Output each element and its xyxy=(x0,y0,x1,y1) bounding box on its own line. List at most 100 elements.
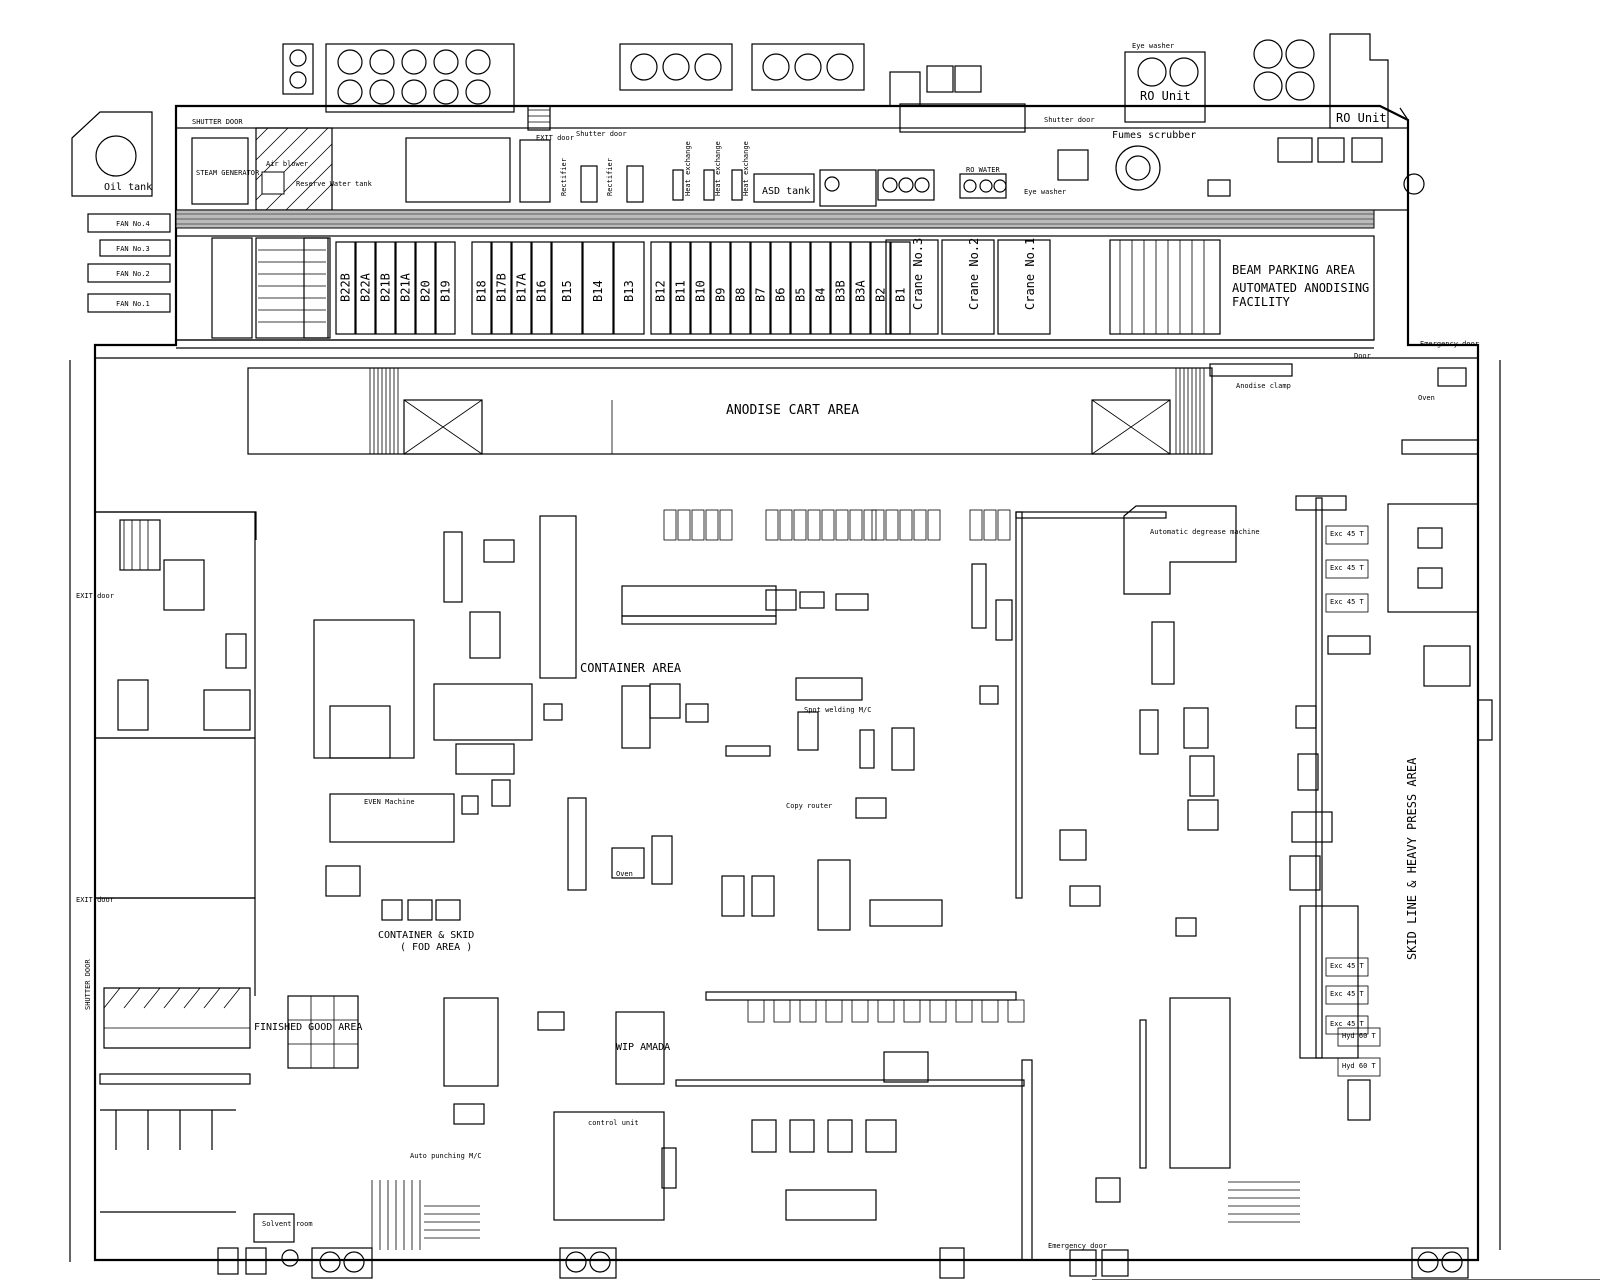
exit-door-top-label: EXIT door xyxy=(536,134,574,142)
tank-box xyxy=(770,241,791,335)
control-unit-label: control unit xyxy=(588,1119,639,1127)
press-box xyxy=(1325,593,1369,613)
heat-exchange-2: Heat exchange xyxy=(714,141,722,196)
tank-box xyxy=(830,241,851,335)
copy-router-label: Copy router xyxy=(786,802,832,810)
air-blower-label: Air blower xyxy=(266,160,308,168)
press-box xyxy=(1325,1015,1369,1035)
tank-box xyxy=(471,241,492,335)
wip-box xyxy=(799,999,817,1023)
spot-welding-label: Spot welding M/C xyxy=(804,706,871,714)
tank-label: B14 xyxy=(591,280,605,302)
cabinet-box xyxy=(691,509,705,541)
wip-box xyxy=(955,999,973,1023)
automated-label-2: FACILITY xyxy=(1232,295,1291,309)
press-label: Exc 45 T xyxy=(1330,962,1365,970)
scrubber-area-top: RO Unit Eye washer RO Unit xyxy=(889,33,1389,133)
tank-label: B11 xyxy=(674,280,688,302)
tank-box xyxy=(531,241,552,335)
tank-label: B18 xyxy=(475,280,489,302)
conveyor-rail xyxy=(175,209,1375,229)
roof-fans-top xyxy=(282,43,865,131)
skid-line-label: SKID LINE & HEAVY PRESS AREA xyxy=(1405,757,1419,960)
container-area: CONTAINER AREA Spot welding M/C Copy rou… xyxy=(567,585,943,931)
crane-1-label: Crane No.1 xyxy=(1023,238,1037,310)
press-box xyxy=(1337,1057,1381,1077)
fan-units-left: FAN No.4 FAN No.3 FAN No.2 FAN No.1 xyxy=(87,213,171,313)
tank-label: B6 xyxy=(774,288,788,302)
cabinet-box xyxy=(899,509,913,541)
plant-room-row: SHUTTER DOOR STEAM GENERATOR Air blower … xyxy=(175,116,1425,211)
oven-right-label: Oven xyxy=(1418,394,1435,402)
tank-label: B3A xyxy=(854,280,868,302)
wip-box xyxy=(981,999,999,1023)
oil-tank-area: Oil tank xyxy=(71,111,153,197)
cabinet-box xyxy=(863,509,877,541)
tank-label: B22A xyxy=(359,272,373,302)
tank-box xyxy=(415,241,436,335)
eye-washer-top-label: Eye washer xyxy=(1132,42,1174,50)
wip-box xyxy=(747,999,765,1023)
press-box xyxy=(1337,1027,1381,1047)
container-area-label: CONTAINER AREA xyxy=(580,661,682,675)
tank-label: B21A xyxy=(399,272,413,302)
tank-box xyxy=(730,241,751,335)
cabinet-box xyxy=(885,509,899,541)
finished-good-area: FINISHED GOOD AREA SHUTTER DOOR Solvent … xyxy=(84,897,362,1243)
exit-door-left2: EXIT door xyxy=(76,896,114,904)
tank-label: B4 xyxy=(814,288,828,302)
fumes-scrubber-label: Fumes scrubber xyxy=(1112,130,1196,141)
wip-amada-label: WIP AMADA xyxy=(616,1042,670,1053)
tank-label: B21B xyxy=(379,273,393,302)
fan-3-label: FAN No.3 xyxy=(116,245,150,253)
ro-water-label: RO WATER xyxy=(966,166,1001,174)
heat-exchange-1: Heat exchange xyxy=(684,141,692,196)
press-box xyxy=(1325,985,1369,1005)
cabinet-box xyxy=(983,509,997,541)
cabinet-box xyxy=(719,509,733,541)
press-label: Hyd 60 T xyxy=(1342,1062,1377,1070)
tank-box xyxy=(335,241,356,335)
building-outline xyxy=(69,104,1501,1262)
emergency-door-label: Emergency door xyxy=(1420,340,1479,348)
tank-label: B17B xyxy=(495,273,509,302)
tank-label: B1 xyxy=(894,288,908,302)
wip-box xyxy=(825,999,843,1023)
wip-box xyxy=(877,999,895,1023)
press-label: Exc 45 T xyxy=(1330,564,1365,572)
shutter-door-left-label: SHUTTER DOOR xyxy=(84,959,92,1010)
automated-label-1: AUTOMATED ANODISING xyxy=(1232,281,1369,295)
tank-box xyxy=(511,241,532,335)
tank-box xyxy=(435,241,456,335)
asd-tank-label: ASD tank xyxy=(762,186,810,197)
press-label: Exc 45 T xyxy=(1330,598,1365,606)
tank-label: B8 xyxy=(734,288,748,302)
oil-tank-label: Oil tank xyxy=(104,182,152,193)
heat-exchange-3: Heat exchange xyxy=(742,141,750,196)
press-box xyxy=(1325,525,1369,545)
cabinet-box xyxy=(849,509,863,541)
solvent-room-label: Solvent room xyxy=(262,1220,313,1228)
exit-door-left1: EXIT door xyxy=(76,592,114,600)
wip-box xyxy=(929,999,947,1023)
anodise-cart-area: ANODISE CART AREA Anodise clamp Door Eme… xyxy=(95,340,1479,540)
tank-box xyxy=(690,241,711,335)
tank-label: B22B xyxy=(339,273,353,302)
rectifier-1-label: Rectifier xyxy=(560,158,568,196)
tank-box xyxy=(650,241,671,335)
press-label: Exc 45 T xyxy=(1330,1020,1365,1028)
beam-parking-label: BEAM PARKING AREA xyxy=(1232,263,1356,277)
tank-label: B16 xyxy=(535,280,549,302)
fan-1-label: FAN No.1 xyxy=(116,300,150,308)
cabinet-box xyxy=(997,509,1011,541)
anodise-cart-label: ANODISE CART AREA xyxy=(726,403,859,418)
crane-3-label: Crane No.3 xyxy=(911,238,925,310)
tank-box xyxy=(613,241,645,335)
tank-label: B19 xyxy=(439,280,453,302)
cabinet-box xyxy=(663,509,677,541)
fan-2-label: FAN No.2 xyxy=(116,270,150,278)
container-skid-label-1: CONTAINER & SKID xyxy=(378,930,474,941)
eye-washer-mid-label: Eye washer xyxy=(1024,188,1066,196)
